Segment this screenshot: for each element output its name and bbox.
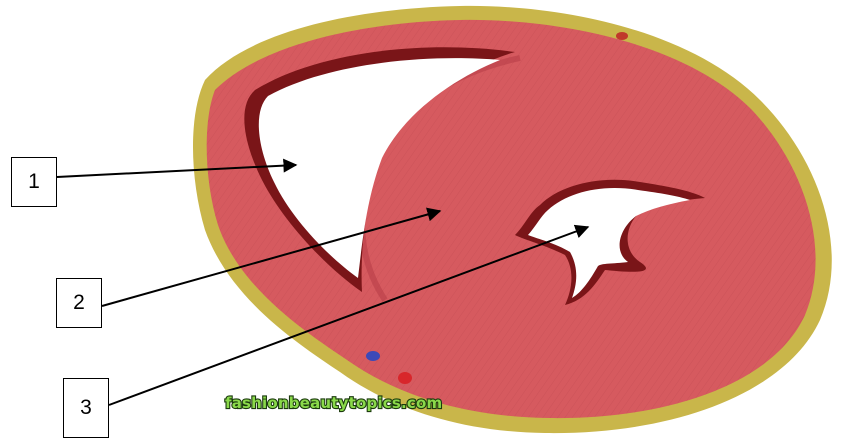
label-number-1: 1 [28,170,40,194]
label-number-3: 3 [80,396,92,420]
artery-vessel [398,372,412,384]
label-box-3: 3 [63,378,109,438]
vein-vessel [366,351,380,361]
label-box-1: 1 [11,157,57,207]
watermark-text: fashionbeautytopics.com [225,394,442,412]
label-box-2: 2 [56,278,102,328]
top-vessel [616,32,628,40]
label-number-2: 2 [73,291,85,315]
